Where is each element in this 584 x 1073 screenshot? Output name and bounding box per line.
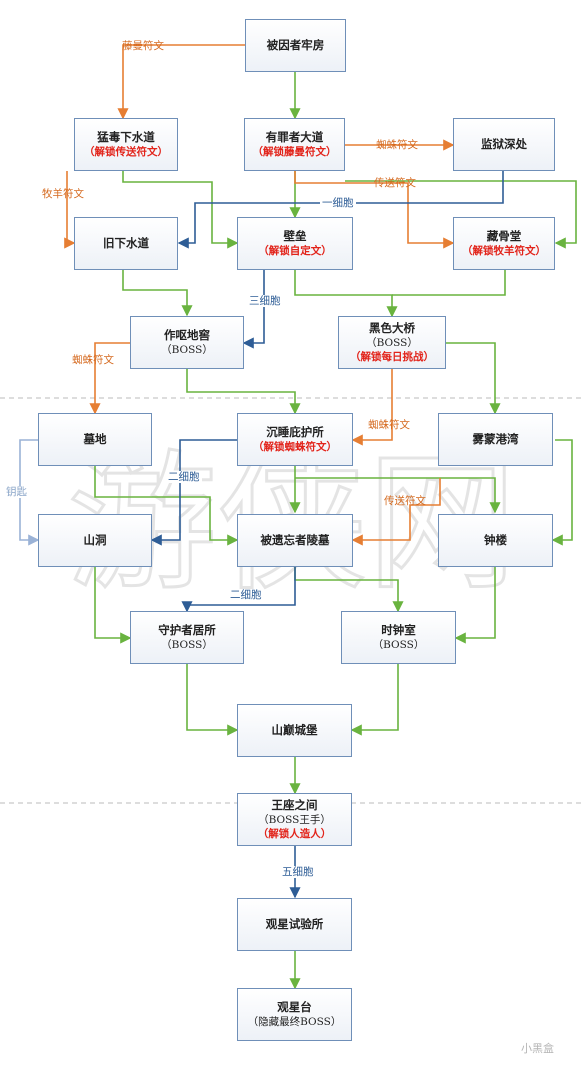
node-unlock: （解锁传送符文） xyxy=(84,146,168,158)
node-black-bridge: 黑色大桥 （BOSS） （解锁每日挑战） xyxy=(338,316,446,369)
node-title: 猛毒下水道 xyxy=(97,130,155,144)
node-throne: 王座之间 （BOSS王手） （解锁人造人） xyxy=(237,793,352,846)
edge-guardian-castle xyxy=(186,664,239,736)
node-title: 王座之间 xyxy=(271,798,318,812)
node-title: 山洞 xyxy=(83,533,107,547)
node-clock-tower: 钟楼 xyxy=(438,514,553,567)
node-subtitle: （BOSS王手） xyxy=(258,814,331,826)
label-teleport-rune-2: 传送符文 xyxy=(384,495,426,507)
label-two-cells-2: 二细胞 xyxy=(228,589,264,601)
node-title: 壁垒 xyxy=(283,229,307,243)
node-title: 守护者居所 xyxy=(158,623,216,637)
node-astronomy: 观星台 （隐藏最终BOSS） xyxy=(237,988,352,1041)
node-toxic-sewer: 猛毒下水道 （解锁传送符文） xyxy=(74,118,178,171)
node-sanctuary: 沉睡庇护所 （解锁蜘蛛符文） xyxy=(237,413,353,466)
label-spider-rune-3: 蜘蛛符文 xyxy=(368,419,410,431)
label-three-cells: 三细胞 xyxy=(247,295,283,307)
node-subtitle: （隐藏最终BOSS） xyxy=(247,1016,342,1028)
node-title: 有罪者大道 xyxy=(265,130,324,144)
edge-spider-rune-2 xyxy=(89,342,130,415)
edge-shepherd-rune xyxy=(64,171,76,249)
node-deep-prison: 监狱深处 xyxy=(453,118,555,171)
node-unlock: （解锁藤曼符文） xyxy=(252,146,337,158)
edge-teleport-rune-1 xyxy=(294,171,455,249)
node-unlock: （解锁蜘蛛符文） xyxy=(253,441,337,453)
node-title: 钟楼 xyxy=(484,533,507,547)
node-ossuary: 藏骨堂 （解锁牧羊符文） xyxy=(453,217,555,270)
node-old-sewer: 旧下水道 xyxy=(74,217,178,270)
node-title: 被因者牢房 xyxy=(266,38,325,52)
node-harbor: 雾蒙港湾 xyxy=(438,413,553,466)
label-teleport-rune-1: 传送符文 xyxy=(374,177,416,189)
label-spider-rune-1: 蜘蛛符文 xyxy=(376,139,418,151)
edge-tomb-clockroom xyxy=(294,567,404,613)
edge-spider-rune-3 xyxy=(351,369,393,446)
label-one-cell: 一细胞 xyxy=(320,197,356,209)
node-observatory: 观星试验所 xyxy=(237,898,352,951)
label-key: 钥匙 xyxy=(6,486,27,498)
node-unlock: （解锁自定文） xyxy=(258,245,332,257)
edge-clockroom-castle xyxy=(350,664,399,736)
node-title: 作呕地窖 xyxy=(164,328,210,342)
edge-sanctuary-clock xyxy=(295,477,501,514)
label-vine-rune: 藤曼符文 xyxy=(122,40,164,52)
edge-oldsewer-crypt xyxy=(122,270,193,317)
node-graveyard: 墓地 xyxy=(38,413,152,466)
node-guilty-path: 有罪者大道 （解锁藤曼符文） xyxy=(244,118,345,171)
edge-two-cells-2 xyxy=(181,567,296,613)
node-title: 监狱深处 xyxy=(481,137,527,151)
label-five-cells: 五细胞 xyxy=(280,866,316,878)
edge-one-cell xyxy=(177,171,504,249)
edge-guilty-deep xyxy=(345,180,577,249)
footer-watermark: 小黑盒 xyxy=(521,1042,554,1055)
node-subtitle: （BOSS） xyxy=(161,639,213,651)
edge-rampart-bridge xyxy=(294,270,398,318)
node-title: 藏骨堂 xyxy=(486,229,522,243)
node-unlock: （解锁人造人） xyxy=(257,828,332,840)
node-title: 黑色大桥 xyxy=(369,321,415,335)
node-title: 沉睡庇护所 xyxy=(266,425,324,439)
edge-crypt-sanctuary xyxy=(186,369,301,415)
node-title: 山巅城堡 xyxy=(271,723,318,737)
label-shepherd-rune: 牧羊符文 xyxy=(42,188,84,200)
node-clock-room: 时钟室 （BOSS） xyxy=(341,611,456,664)
node-title: 观星试验所 xyxy=(265,917,324,931)
edge-graveyard-tomb xyxy=(94,466,239,546)
node-prison: 被因者牢房 xyxy=(245,19,346,72)
label-spider-rune-2: 蜘蛛符文 xyxy=(72,354,114,366)
node-unlock: （解锁牧羊符文） xyxy=(462,245,546,257)
edge-harbor-clock xyxy=(551,439,573,546)
node-subtitle: （BOSS） xyxy=(161,344,213,356)
edge-vine-rune xyxy=(117,44,245,120)
node-rampart: 壁垒 （解锁自定文） xyxy=(237,217,353,270)
node-title: 被遗忘者陵墓 xyxy=(260,533,330,547)
node-cavern: 山洞 xyxy=(38,514,152,567)
node-subtitle: （BOSS） xyxy=(372,639,425,651)
node-title: 墓地 xyxy=(83,432,107,446)
edge-bridge-harbor xyxy=(446,342,501,415)
node-title: 旧下水道 xyxy=(103,236,149,250)
node-tomb: 被遗忘者陵墓 xyxy=(237,514,353,567)
label-two-cells-1: 二细胞 xyxy=(166,471,202,483)
node-castle: 山巅城堡 xyxy=(237,704,352,757)
edge-two-cells-1 xyxy=(150,439,237,546)
node-unlock: （解锁每日挑战） xyxy=(350,351,434,363)
edge-clock-clockroom xyxy=(454,567,496,644)
node-crypt-boss: 作呕地窖 （BOSS） xyxy=(130,316,244,369)
edge-ossuary-bridge xyxy=(392,270,506,296)
node-title: 观星台 xyxy=(277,1000,312,1014)
node-title: 雾蒙港湾 xyxy=(472,432,519,446)
node-title: 时钟室 xyxy=(381,623,416,637)
edge-teleport-rune-2 xyxy=(351,478,441,546)
node-subtitle: （BOSS） xyxy=(366,337,418,349)
edge-three-cells xyxy=(242,270,265,349)
node-guardian: 守护者居所 （BOSS） xyxy=(130,611,244,664)
edge-toxic-rampart xyxy=(122,171,239,249)
edge-cavern-guardian xyxy=(94,567,132,644)
